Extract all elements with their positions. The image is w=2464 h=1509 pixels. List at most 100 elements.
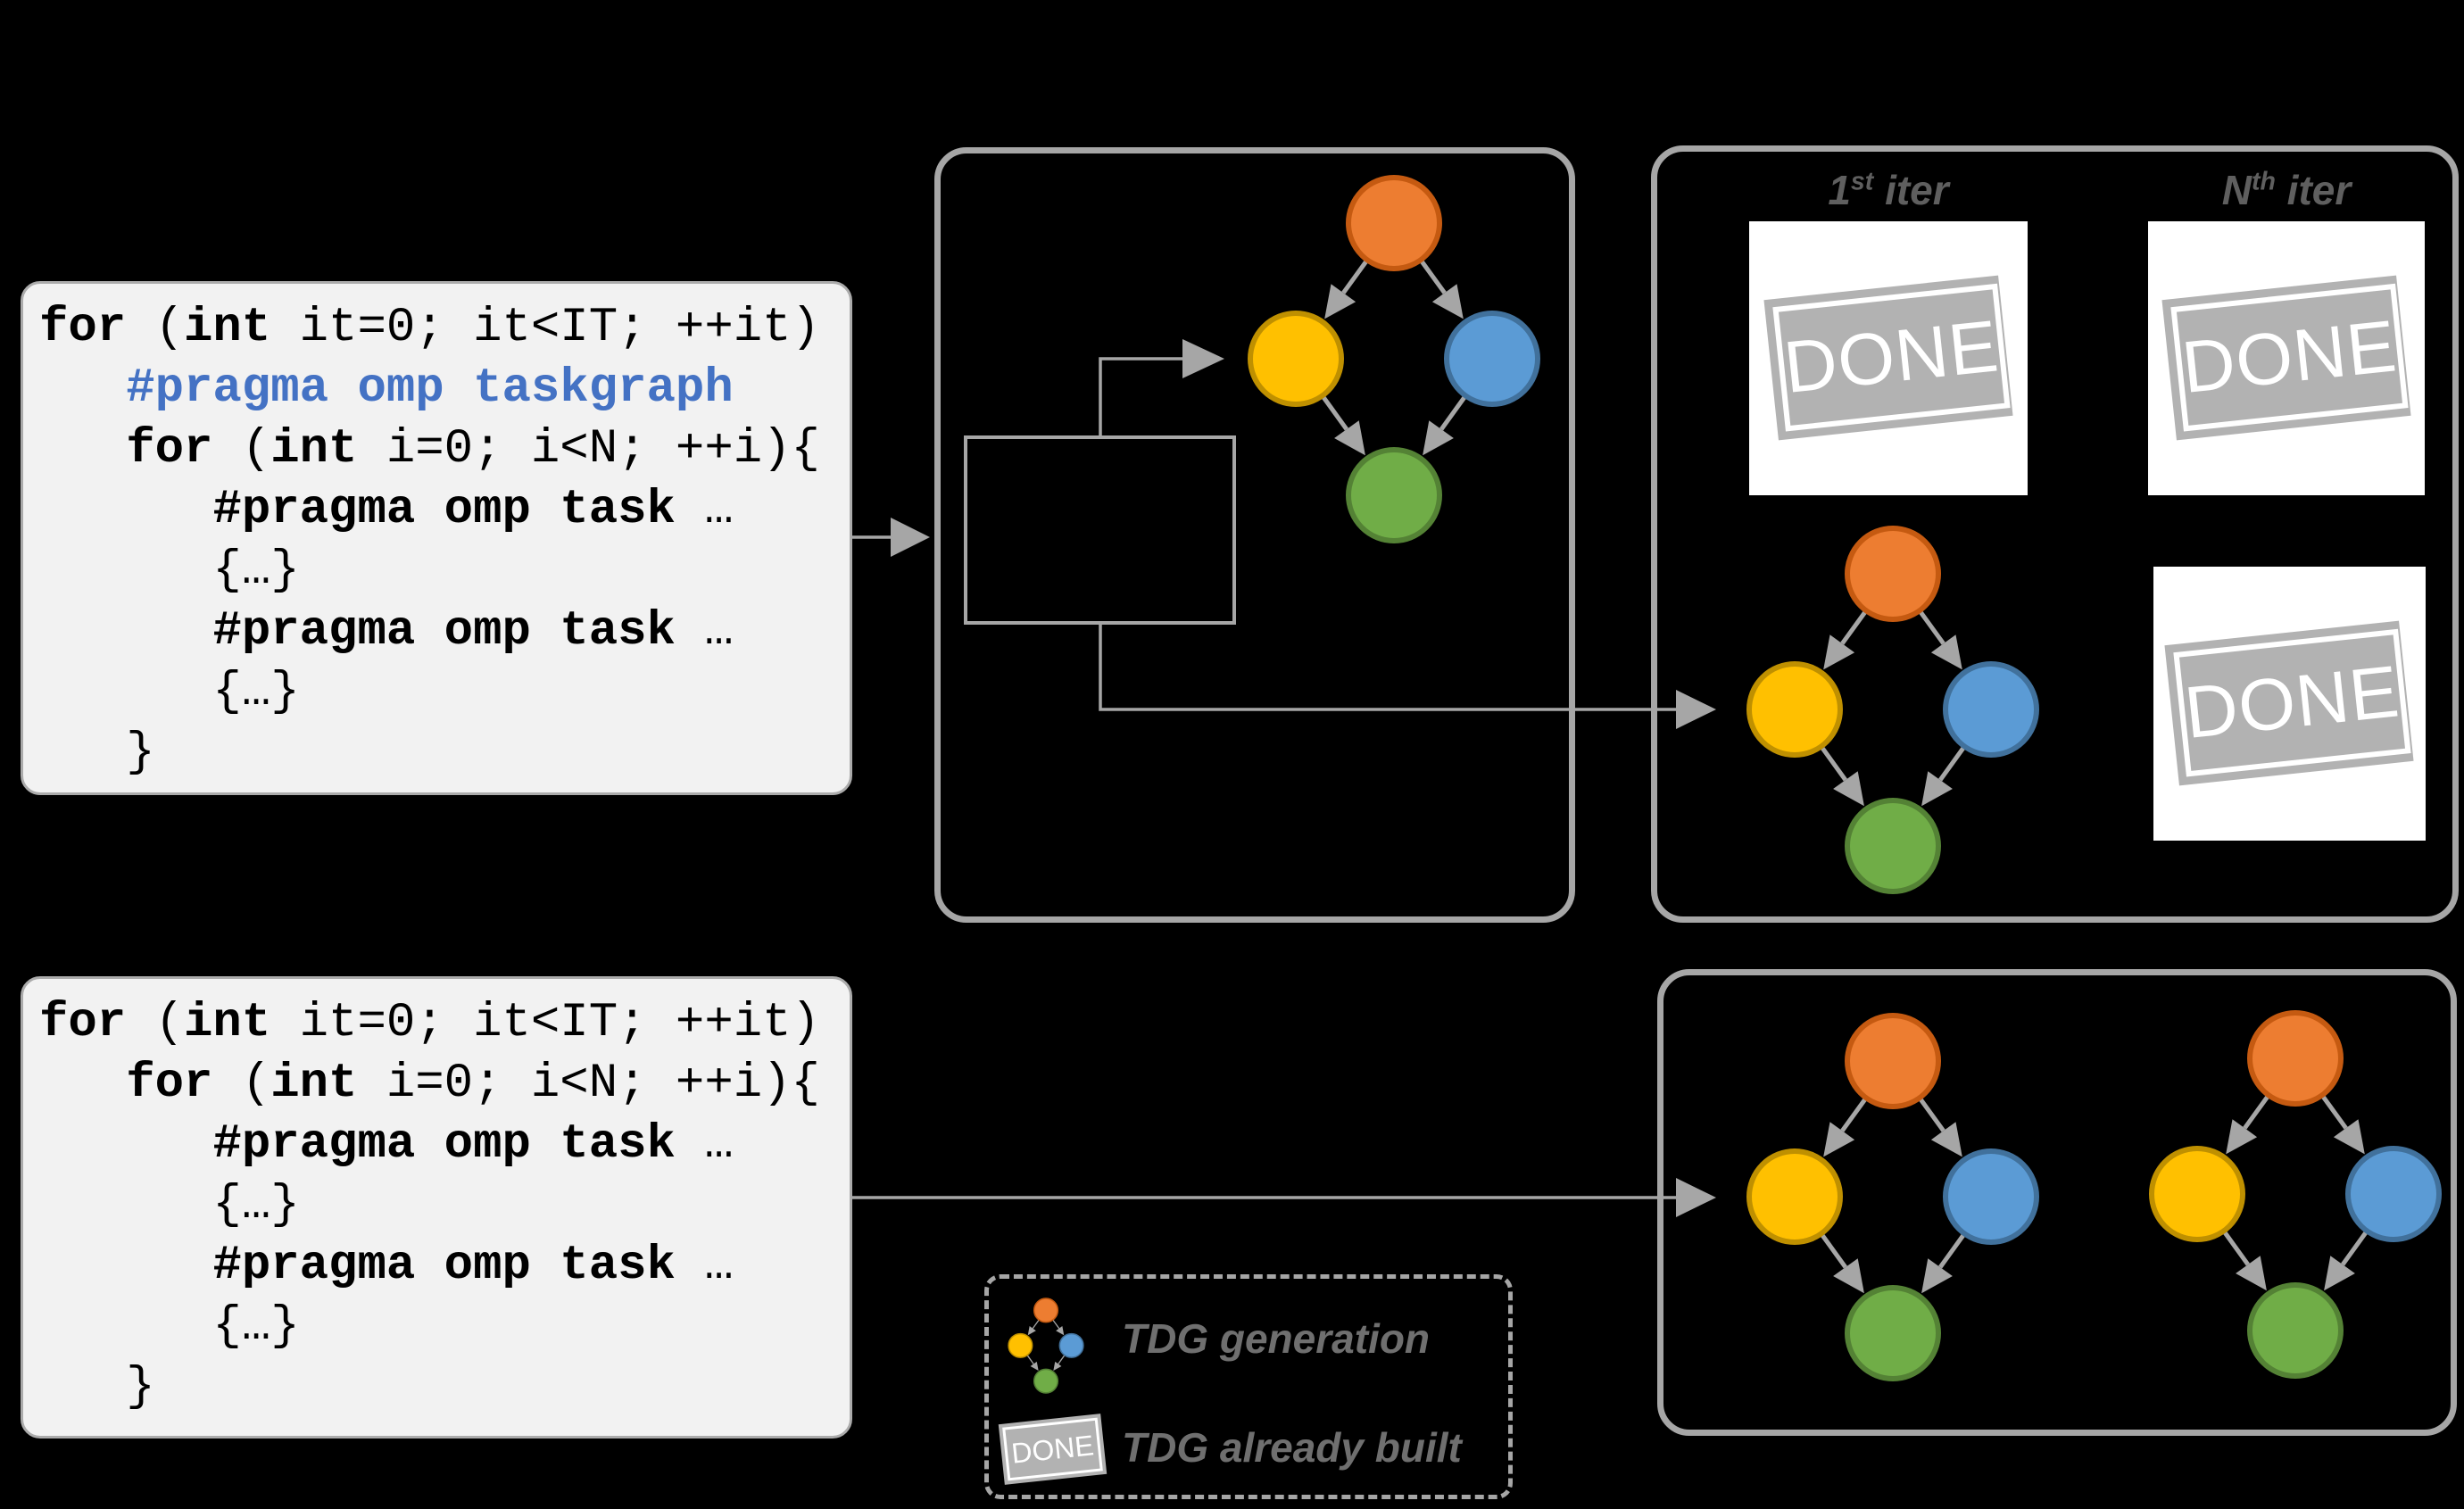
done-stamp-text: DONE xyxy=(2178,305,2401,409)
dependency-arrow xyxy=(1921,746,1966,807)
code-line: for (int i=0; i<N; ++i){ xyxy=(39,1054,841,1115)
code-keyword: for xyxy=(126,1057,213,1111)
code-block-taskgraph: for (int it=0; it<IT; ++it) #pragma omp … xyxy=(21,281,852,795)
legend: TDG generation DONE TDG already built xyxy=(984,1274,1513,1499)
task-node-yellow xyxy=(1746,1148,1843,1245)
code-keyword: int xyxy=(184,996,271,1050)
code-line: for (int it=0; it<IT; ++it) xyxy=(39,298,841,359)
code-keyword: int xyxy=(270,1057,358,1111)
tdg-graph xyxy=(2149,1010,2442,1379)
code-text: {…} xyxy=(39,543,300,598)
first-iter-sup: st xyxy=(1850,167,1874,196)
code-text: {…} xyxy=(39,1178,300,1232)
done-stamp-text: DONE xyxy=(1009,1429,1096,1470)
code-keyword: #pragma omp task xyxy=(212,483,676,537)
task-node-orange xyxy=(2247,1010,2344,1107)
code-text xyxy=(39,422,126,477)
code-line: {…} xyxy=(39,1297,841,1357)
first-iter-base: 1 xyxy=(1828,167,1851,213)
code-block-no-taskgraph: for (int it=0; it<IT; ++it) for (int i=0… xyxy=(21,976,852,1439)
task-node-blue xyxy=(2345,1146,2442,1242)
task-node-blue xyxy=(1058,1332,1084,1358)
code-text xyxy=(39,1057,126,1111)
task-node-green xyxy=(1845,1285,1941,1381)
code-text: i=0; i<N; ++i){ xyxy=(357,422,820,477)
code-keyword-pragma-taskgraph: #pragma omp taskgraph xyxy=(126,361,734,416)
taskgraph-record-box xyxy=(964,435,1236,625)
dependency-arrow xyxy=(2321,1095,2365,1155)
dependency-arrow xyxy=(1052,1320,1065,1336)
done-stamp-frame: DONE xyxy=(2173,628,2411,777)
task-node-orange xyxy=(1346,175,1442,271)
code-line: for (int i=0; i<N; ++i){ xyxy=(39,419,841,480)
code-line: {…} xyxy=(39,541,841,601)
dependency-arrow xyxy=(2226,1095,2269,1155)
tdg-graph xyxy=(1746,526,2039,894)
legend-label-tdg-generation: TDG generation xyxy=(1122,1315,1431,1362)
tdg-graph xyxy=(1248,175,1540,543)
dependency-arrow xyxy=(1820,746,1864,807)
code-text: i=0; i<N; ++i){ xyxy=(357,1057,820,1111)
code-text xyxy=(39,1239,212,1293)
dependency-arrow xyxy=(1026,1355,1039,1372)
arrowhead-icon xyxy=(891,518,930,557)
dependency-arrow xyxy=(2324,1231,2369,1291)
code-line: #pragma omp task … xyxy=(39,601,841,662)
code-text: ( xyxy=(212,1057,271,1111)
code-line: {…} xyxy=(39,1175,841,1236)
first-iter-label: 1st iter xyxy=(1828,166,1948,214)
code-line: #pragma omp task … xyxy=(39,1236,841,1297)
code-text: … xyxy=(675,1117,734,1172)
task-node-yellow xyxy=(1248,311,1344,407)
done-stamp-icon: DONE xyxy=(1763,275,2013,441)
code-keyword: #pragma omp task xyxy=(212,1239,676,1293)
task-node-orange xyxy=(1845,526,1941,622)
done-stamp-icon: DONE xyxy=(2164,620,2414,786)
task-node-yellow xyxy=(2149,1146,2245,1242)
task-node-orange xyxy=(1033,1298,1059,1323)
no-taskgraph-iterations-panel xyxy=(1657,969,2457,1436)
done-stamp-frame: DONE xyxy=(1772,283,2011,432)
code-line: {…} xyxy=(39,662,841,723)
code-keyword: int xyxy=(184,301,271,355)
task-node-yellow xyxy=(1746,661,1843,758)
code-keyword: for xyxy=(39,301,127,355)
code-line: #pragma omp taskgraph xyxy=(39,359,841,419)
code-text xyxy=(39,361,126,416)
code-text: … xyxy=(675,604,734,659)
nth-iter-rest: iter xyxy=(2275,167,2352,213)
code-line: } xyxy=(39,1357,841,1418)
task-node-green xyxy=(1033,1368,1059,1394)
dependency-arrow xyxy=(1321,395,1365,456)
code-line: } xyxy=(39,723,841,784)
code-keyword: int xyxy=(270,422,358,477)
task-node-blue xyxy=(1444,311,1540,407)
task-node-green xyxy=(1845,798,1941,894)
code-line: #pragma omp task … xyxy=(39,480,841,541)
task-node-green xyxy=(2247,1282,2344,1379)
task-node-yellow xyxy=(1008,1332,1033,1358)
done-stamp-text: DONE xyxy=(1780,305,2003,409)
code-text: } xyxy=(39,1360,155,1414)
legend-label-tdg-already-built: TDG already built xyxy=(1122,1424,1462,1471)
tdg-mini-icon xyxy=(1008,1298,1084,1394)
dependency-arrow xyxy=(1823,1098,1867,1157)
nth-iter-label: Nth iter xyxy=(2222,166,2352,214)
code-keyword: for xyxy=(39,996,127,1050)
code-text xyxy=(39,1117,212,1172)
code-keyword: #pragma omp task xyxy=(212,604,676,659)
code-keyword: #pragma omp task xyxy=(212,1117,676,1172)
done-stamp-icon: DONE xyxy=(2161,275,2411,441)
done-stamp-text: DONE xyxy=(2180,651,2403,754)
code-text: {…} xyxy=(39,665,300,719)
taskgraph-runtime-panel xyxy=(934,147,1575,923)
code-text: it=0; it<IT; ++it) xyxy=(270,301,820,355)
code-text: } xyxy=(39,725,155,780)
code-line: #pragma omp task … xyxy=(39,1115,841,1175)
dependency-arrow xyxy=(1053,1355,1066,1372)
code-text: … xyxy=(675,1239,734,1293)
code-text xyxy=(39,483,212,537)
done-stamp-frame: DONE xyxy=(1002,1417,1103,1481)
code-text xyxy=(39,604,212,659)
code-keyword: for xyxy=(126,422,213,477)
